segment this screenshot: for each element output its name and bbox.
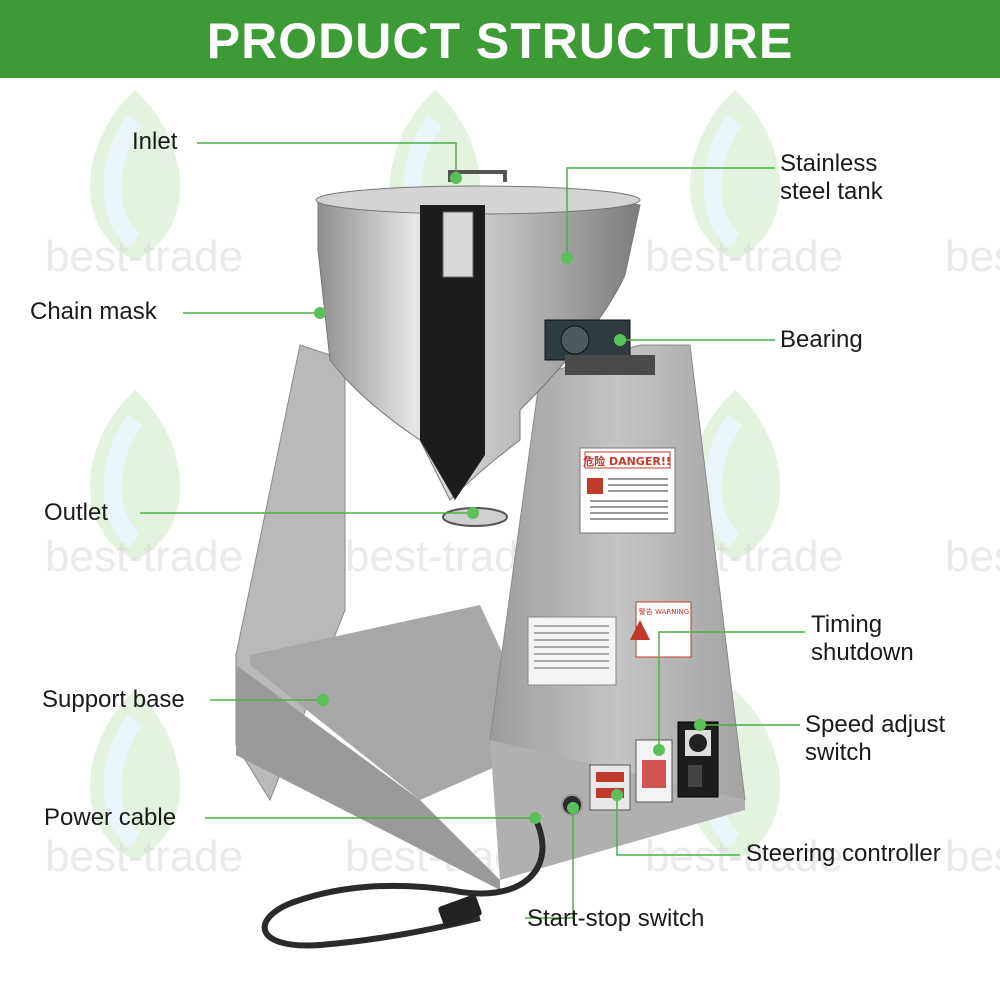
watermark-text: best-trade [945,532,1000,581]
power-plug [438,894,482,928]
power-cable [261,816,546,949]
support-frame-front [236,665,500,890]
label-start-stop-switch: Start-stop switch [527,905,705,932]
page-title: PRODUCT STRUCTURE [206,13,794,69]
label-power-cable: Power cable [44,804,177,831]
tank-reflection [420,205,485,500]
header-banner [0,0,1000,78]
label-inlet: Inlet [132,128,178,155]
label-support-base: Support base [42,686,185,713]
watermark-text: best-trade [645,232,844,281]
watermark-logo [689,90,781,260]
callout-dots [314,172,706,824]
support-base-floor [250,605,545,800]
watermark-text: best-trade [345,532,544,581]
label-speed-adjust-switch: Speed adjust switch [805,711,946,766]
watermark-logo [89,390,181,560]
label-steering-controller: Steering controller [746,840,941,867]
watermark-logo [89,90,181,260]
watermark-text: best-trade [45,832,244,881]
warning-sign-text: 警告 WARNING [639,607,689,616]
timer-display [589,764,631,811]
label-outlet: Outlet [44,499,109,526]
watermark-logo [89,690,181,860]
label-stainless-steel-tank: Stainless steel tank [780,150,883,205]
watermark-text: best-trade [645,832,844,881]
watermark-text: best-trade [945,832,1000,881]
warning-sign [635,601,692,658]
inlet-handle [448,170,507,182]
label-timing-shutdown: Timing shutdown [811,611,914,666]
label-chain-mask: Chain mask [30,298,157,325]
instruction-card [527,616,617,686]
watermark-text: best-trade [45,532,244,581]
tank-latch [442,211,474,278]
danger-sign-text: 危险 DANGER!! [582,454,671,468]
label-bearing: Bearing [780,326,863,353]
watermark-logo [689,390,781,560]
watermark-text: best-trade [45,232,244,281]
callout-lines [140,142,805,919]
watermark-text: best-trade [945,232,1000,281]
